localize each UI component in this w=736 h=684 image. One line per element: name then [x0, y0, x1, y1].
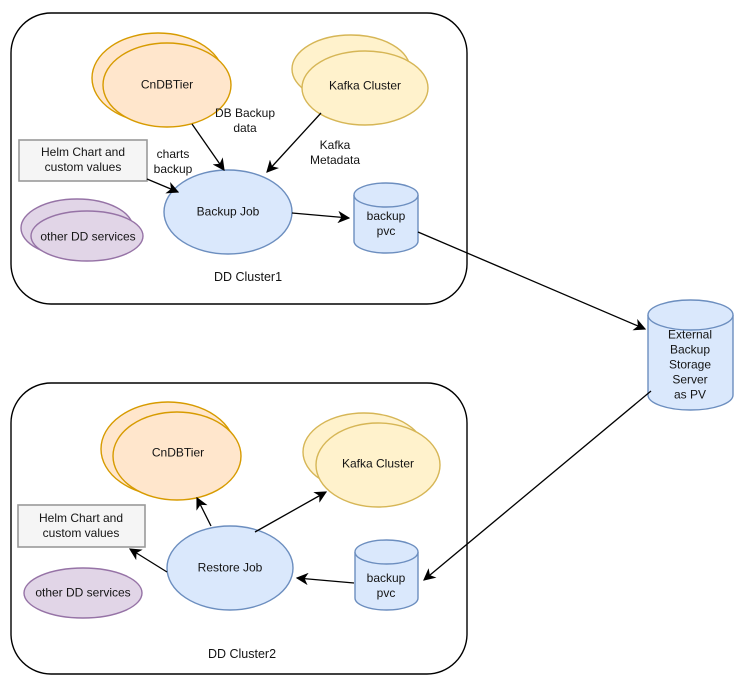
cluster1-other-services-ellipse — [30, 210, 144, 262]
arrow-restore-job-to-kafka2 — [254, 491, 328, 533]
arrow-backup-job-to-pvc1 — [291, 210, 351, 224]
arrow-restore-job-to-cndbtier2 — [196, 496, 212, 527]
cluster1-helm-box — [18, 139, 148, 182]
cluster2-restore-job-ellipse — [166, 525, 294, 611]
arrow-external-storage-to-pvc2 — [423, 390, 652, 581]
cluster2-cndbtier-ellipse — [112, 411, 242, 501]
cluster1-backup-job-ellipse — [163, 169, 293, 255]
cluster2-other-services-ellipse — [23, 567, 143, 619]
cluster1-border — [10, 12, 468, 305]
cluster1-cndbtier-ellipse — [102, 42, 232, 128]
cluster2-helm-box — [17, 504, 146, 548]
arrow-pvc2-to-restore-job — [295, 572, 355, 586]
cluster2-border — [10, 382, 468, 675]
external-storage-cylinder-body — [647, 315, 734, 411]
arrow-helm1-to-backup-job — [146, 178, 180, 194]
cluster1-kafka-ellipse — [301, 50, 429, 126]
cluster1-backup-pvc-cylinder-top — [353, 182, 419, 208]
arrow-pvc1-to-external-storage — [417, 231, 647, 331]
cluster2-kafka-ellipse — [315, 422, 441, 508]
cluster1-backup-pvc-cylinder-body — [353, 195, 419, 254]
arrow-kafka1-to-backup-job — [266, 112, 322, 173]
arrow-cndbtier1-to-backup-job — [191, 123, 225, 172]
external-storage-cylinder-top — [647, 299, 734, 331]
cluster2-backup-pvc-cylinder-top — [354, 539, 419, 565]
cluster2-backup-pvc-cylinder-body — [354, 552, 419, 611]
arrow-restore-job-to-helm2 — [128, 548, 168, 573]
